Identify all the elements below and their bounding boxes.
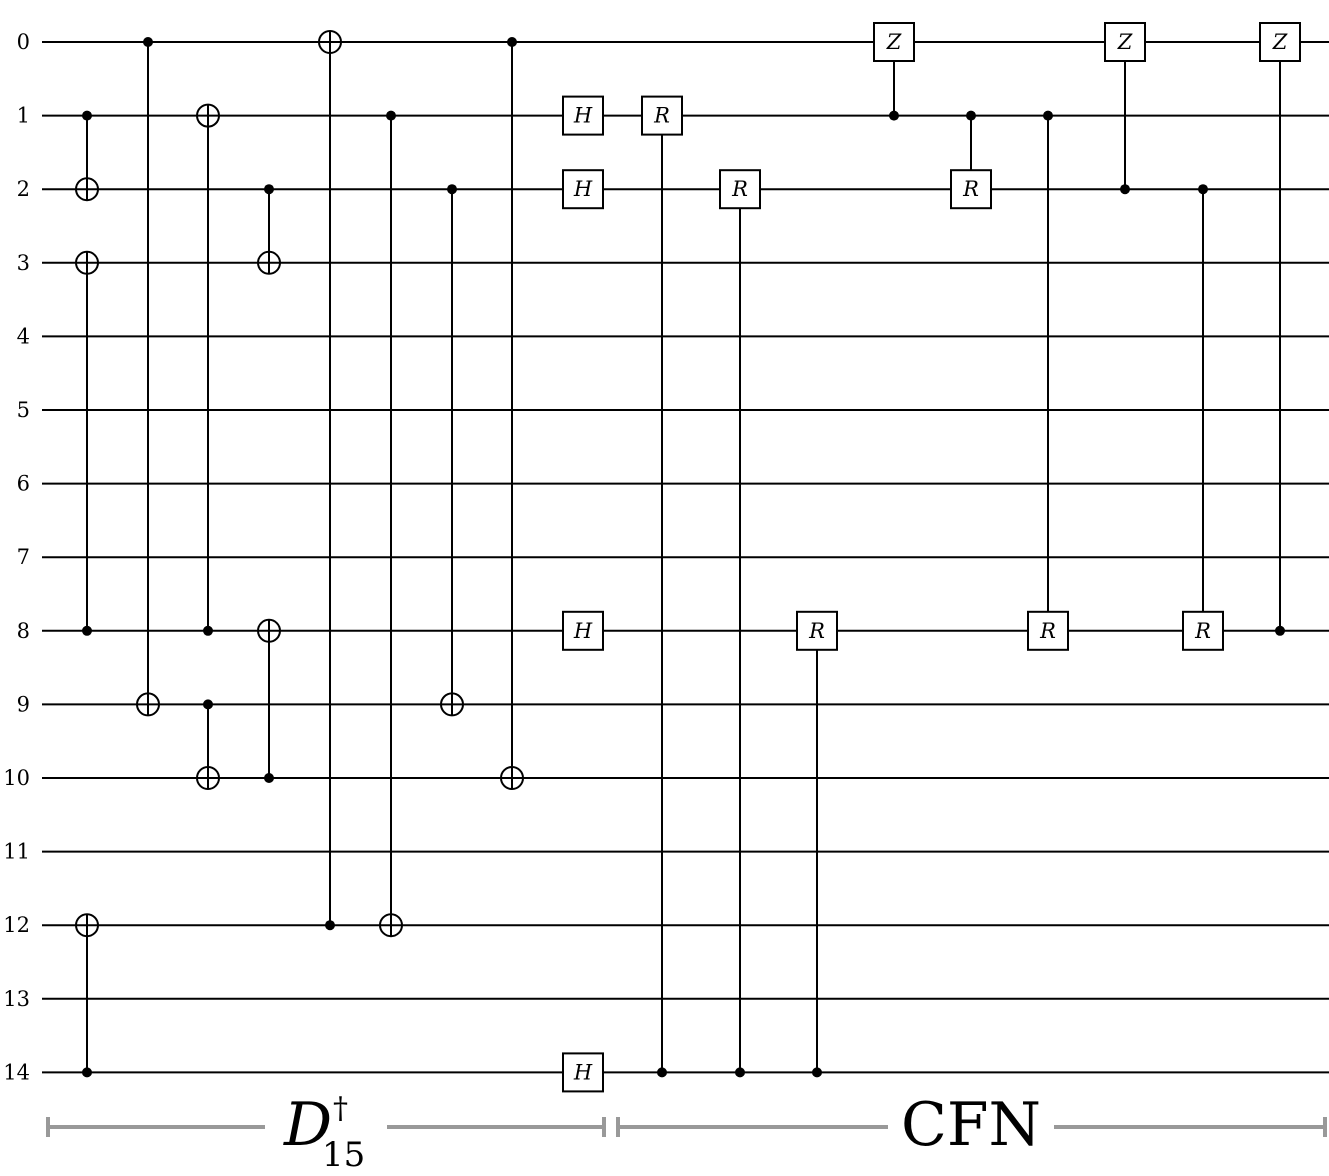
cnot-target [136, 692, 160, 717]
control-dot [203, 699, 213, 710]
cnot-target [440, 692, 464, 717]
qubit-label: 12 [3, 913, 30, 937]
cnot-target [75, 913, 99, 938]
gate-label: R [808, 619, 825, 643]
gate-r: R [1027, 610, 1069, 651]
control-dot [264, 184, 274, 195]
section-label-subscript: 15 [322, 1135, 365, 1175]
qubit-label: 8 [17, 619, 30, 643]
control-dot [507, 37, 517, 47]
control-dot [82, 625, 92, 636]
gate-box [1027, 610, 1069, 651]
gate-r: R [950, 169, 992, 210]
gate-h: H [562, 169, 604, 210]
section-label-superscript: † [333, 1091, 348, 1126]
gate-box [873, 22, 915, 62]
gate-label: R [731, 177, 748, 201]
control-dot [812, 1067, 822, 1078]
cnot-target [257, 250, 281, 275]
gate-r: R [796, 610, 838, 651]
control-dot [325, 920, 335, 931]
control-dot [966, 110, 976, 121]
gate-z: Z [1259, 22, 1301, 62]
cnot-target [75, 177, 99, 202]
gate-box [1259, 22, 1301, 62]
control-dot [1043, 110, 1053, 121]
cnot-target [75, 250, 99, 275]
cnot-target [500, 766, 524, 790]
gate-z: Z [1104, 22, 1146, 62]
gate-box [562, 169, 604, 210]
gate-connectors [86, 42, 1281, 1073]
gate-box [719, 169, 761, 210]
qubit-label: 14 [3, 1060, 30, 1084]
cnot-target [196, 766, 220, 790]
gate-box [562, 95, 604, 136]
qubit-label: 9 [17, 692, 30, 716]
gate-label: H [573, 177, 593, 201]
control-dot [447, 184, 457, 195]
control-dot [143, 37, 153, 47]
qubit-label: 0 [17, 30, 30, 54]
gate-label: R [1194, 619, 1211, 643]
gate-label: H [573, 619, 593, 643]
control-dot [82, 110, 92, 121]
gate-label: Z [886, 30, 902, 54]
gate-r: R [1182, 610, 1224, 651]
gates: H H H H R R R Z R R Z R Z [75, 22, 1301, 1093]
control-dot [1198, 184, 1208, 195]
control-dot [386, 110, 396, 121]
gate-label: R [962, 177, 979, 201]
qubit-label: 2 [17, 177, 30, 201]
gate-z: Z [873, 22, 915, 62]
cnot-target [379, 913, 403, 938]
section-d15-dagger: D † 15 [46, 1090, 606, 1175]
gate-r: R [641, 95, 683, 136]
gate-box [641, 95, 683, 136]
gate-r: R [719, 169, 761, 210]
gate-box [950, 169, 992, 210]
gate-label: R [653, 104, 670, 128]
qubit-label: 10 [3, 766, 30, 790]
qubit-label: 3 [17, 251, 30, 275]
section-label-main: CFN [901, 1090, 1041, 1160]
qubit-label: 11 [3, 840, 30, 864]
gate-h: H [562, 95, 604, 136]
qubit-label: 13 [3, 987, 30, 1011]
gate-box [1104, 22, 1146, 62]
control-dot [203, 625, 213, 636]
gate-box [562, 1052, 604, 1093]
control-dot [889, 110, 899, 121]
gate-label: Z [1272, 30, 1288, 54]
control-dot [657, 1067, 667, 1078]
cnot-target [318, 30, 342, 54]
control-dot [1275, 625, 1285, 636]
section-cfn: CFN [616, 1090, 1327, 1160]
gate-label: H [573, 104, 593, 128]
qubit-label: 7 [17, 545, 30, 569]
gate-box [1182, 610, 1224, 651]
qubit-label: 5 [17, 398, 30, 422]
cnot-target [257, 618, 281, 643]
gate-h: H [562, 1052, 604, 1093]
control-dot [1120, 184, 1130, 195]
gate-box [562, 610, 604, 651]
control-dot [735, 1067, 745, 1078]
control-dot [82, 1067, 92, 1078]
gate-h: H [562, 610, 604, 651]
gate-label: H [573, 1060, 593, 1084]
qubit-wires [42, 41, 1329, 1074]
gate-label: Z [1117, 30, 1133, 54]
cnot-target [196, 103, 220, 128]
qubit-label: 6 [17, 472, 30, 496]
qubit-label: 1 [17, 104, 30, 128]
gate-box [796, 610, 838, 651]
section-label-main: D [283, 1090, 332, 1160]
qubit-label: 4 [17, 324, 30, 348]
control-dot [264, 773, 274, 783]
gate-label: R [1039, 619, 1056, 643]
